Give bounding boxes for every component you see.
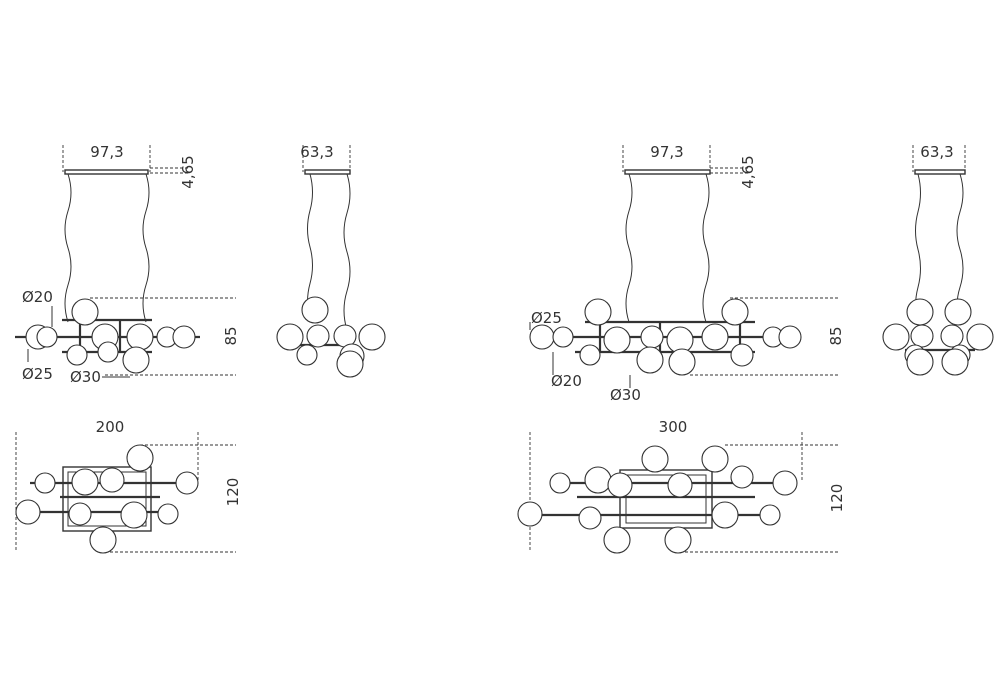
large-top-length-label: 300: [659, 418, 688, 436]
glass-globe: [607, 472, 633, 498]
glass-globe: [730, 343, 754, 367]
large-front-d30-label: Ø30: [610, 386, 641, 404]
glass-globe: [667, 472, 693, 498]
ceiling-canopy: [304, 169, 351, 175]
glass-globe: [906, 298, 934, 326]
glass-globe: [711, 501, 739, 529]
glass-globe: [641, 445, 669, 473]
glass-globe: [97, 341, 119, 363]
glass-globe: [89, 526, 117, 554]
glass-globe: [668, 348, 696, 376]
glass-globe: [579, 344, 601, 366]
small-front-d30-label: Ø30: [70, 368, 101, 386]
suspension-cable: [702, 173, 710, 323]
glass-globe: [301, 296, 329, 324]
glass-globe: [36, 326, 58, 348]
glass-globe: [68, 502, 92, 526]
suspension-cable: [343, 173, 351, 331]
glass-globe: [966, 323, 994, 351]
ceiling-canopy: [624, 169, 711, 175]
glass-globe: [529, 324, 555, 350]
glass-globe: [172, 325, 196, 349]
glass-globe: [15, 499, 41, 525]
large-front-d25-label: Ø25: [531, 309, 562, 327]
large-top-depth-label: 120: [828, 484, 846, 513]
large-side-width-label: 63,3: [920, 143, 953, 161]
glass-globe: [122, 346, 150, 374]
glass-globe: [549, 472, 571, 494]
glass-globe: [721, 298, 749, 326]
large-front-d20-label: Ø20: [551, 372, 582, 390]
glass-globe: [34, 472, 56, 494]
suspension-cable: [956, 173, 964, 326]
small-side-width-label: 63,3: [300, 143, 333, 161]
glass-globe: [906, 348, 934, 376]
suspension-cable: [307, 173, 313, 321]
small-top-depth-label: 120: [224, 478, 242, 507]
glass-globe: [664, 526, 692, 554]
glass-globe: [910, 324, 934, 348]
glass-globe: [157, 503, 179, 525]
small-front-height-label: 85: [222, 326, 240, 345]
glass-globe: [636, 346, 664, 374]
glass-globe: [552, 326, 574, 348]
glass-globe: [71, 468, 99, 496]
small-front-canopy-height-label: 4,65: [179, 155, 197, 188]
glass-globe: [730, 465, 754, 489]
glass-globe: [120, 501, 148, 529]
glass-globe: [71, 298, 99, 326]
small-front-d20-label: Ø20: [22, 288, 53, 306]
suspension-cable: [625, 173, 633, 323]
canopy-plate-inner: [625, 474, 707, 524]
glass-globe: [640, 325, 664, 349]
suspension-cable: [142, 173, 150, 323]
glass-globe: [772, 470, 798, 496]
glass-globe: [940, 324, 964, 348]
glass-globe: [603, 326, 631, 354]
glass-globe: [99, 467, 125, 493]
large-front-width-label: 97,3: [650, 143, 683, 161]
glass-globe: [66, 344, 88, 366]
glass-globe: [944, 298, 972, 326]
glass-globe: [778, 325, 802, 349]
suspension-cable: [64, 173, 72, 323]
glass-globe: [701, 445, 729, 473]
drawing-geometry: [15, 145, 994, 554]
small-front-d25-label: Ø25: [22, 365, 53, 383]
glass-globe: [175, 471, 199, 495]
glass-globe: [276, 323, 304, 351]
suspension-cable: [915, 173, 921, 326]
glass-globe: [578, 506, 602, 530]
glass-globe: [759, 504, 781, 526]
small-top-length-label: 200: [96, 418, 125, 436]
ceiling-canopy: [914, 169, 966, 175]
glass-globe: [584, 298, 612, 326]
glass-globe: [941, 348, 969, 376]
glass-globe: [126, 444, 154, 472]
ceiling-canopy: [64, 169, 149, 175]
glass-globe: [358, 323, 386, 351]
glass-globe: [882, 323, 910, 351]
glass-globe: [306, 324, 330, 348]
glass-globe: [517, 501, 543, 527]
canopy-plate: [619, 469, 713, 529]
large-front-canopy-height-label: 4,65: [739, 155, 757, 188]
large-front-height-label: 85: [827, 326, 845, 345]
glass-globe: [296, 344, 318, 366]
glass-globe: [603, 526, 631, 554]
glass-globe: [584, 466, 612, 494]
small-front-width-label: 97,3: [90, 143, 123, 161]
glass-globe: [336, 350, 364, 378]
glass-globe: [126, 323, 154, 351]
glass-globe: [701, 323, 729, 351]
